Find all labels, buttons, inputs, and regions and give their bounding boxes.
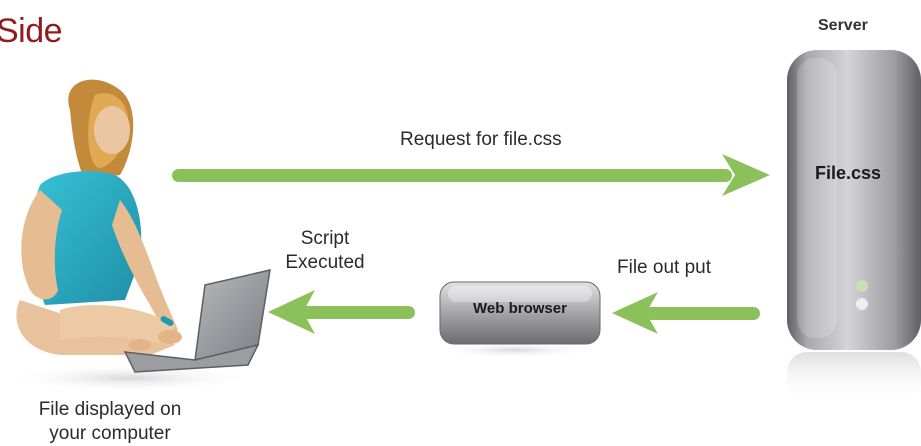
file-output-arrow xyxy=(612,292,760,334)
script-executed-line2: Executed xyxy=(285,252,365,273)
file-displayed-label: File displayed on your computer xyxy=(0,398,220,446)
request-arrow xyxy=(172,154,770,196)
server-tower xyxy=(787,50,921,402)
request-label: Request for file.css xyxy=(400,129,562,150)
server-led-green xyxy=(856,280,868,292)
server-led-white xyxy=(856,298,868,310)
script-executed-line1: Script xyxy=(300,228,350,249)
file-displayed-line1: File displayed on xyxy=(38,399,182,420)
script-executed-arrow xyxy=(268,290,415,334)
file-css-label: File.css xyxy=(815,163,882,183)
page-title: Side xyxy=(0,12,63,50)
file-output-label: File out put xyxy=(617,257,711,278)
web-browser-label: Web browser xyxy=(473,300,567,317)
server-label: Server xyxy=(818,17,868,34)
user-with-laptop-illustration xyxy=(5,79,271,392)
server-reflection xyxy=(787,352,921,402)
web-browser-box xyxy=(435,281,601,358)
file-displayed-line2: your computer xyxy=(49,423,171,444)
script-executed-label: Script Executed xyxy=(275,227,375,275)
